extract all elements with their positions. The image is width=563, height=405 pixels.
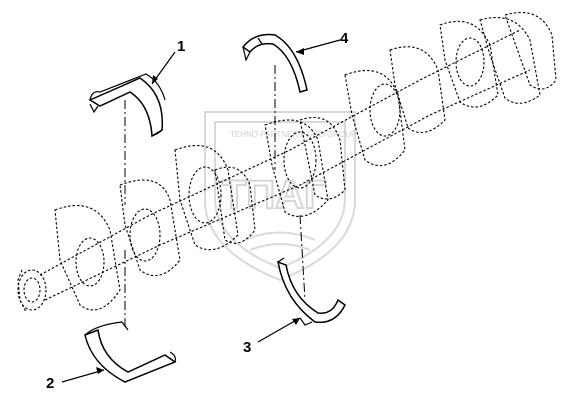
watermark-shield: TEHNO-PARTNER-AGRO-GROUP ТПАГ (204, 111, 356, 282)
watermark-logo-text: ТПАГ (222, 173, 327, 217)
upper-bearing-shell (88, 73, 166, 138)
callout-4: 4 (340, 30, 349, 47)
lower-bearing-shell (84, 321, 177, 383)
upper-thrust-washer (241, 33, 308, 93)
callout-3: 3 (243, 339, 251, 356)
crankshaft (17, 11, 557, 313)
watermark-caption: TEHNO-PARTNER-AGRO-GROUP (230, 130, 356, 139)
leader-lines (61, 39, 341, 383)
assembly-center-lines (124, 65, 306, 330)
lower-thrust-washer (277, 257, 346, 326)
callout-1: 1 (177, 38, 185, 55)
callout-2: 2 (46, 375, 54, 392)
